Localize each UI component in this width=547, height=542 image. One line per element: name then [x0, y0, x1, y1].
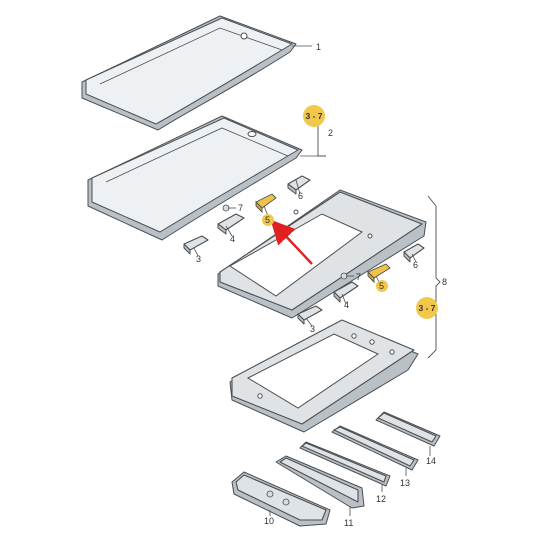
bracket-3-right: [297, 305, 323, 325]
label-12: 12: [376, 494, 386, 504]
label-5-right: 5: [379, 281, 384, 291]
roof-frame-lower: [229, 319, 419, 433]
bracket-3-upper: [183, 235, 209, 255]
cross-member-14: [375, 411, 441, 447]
label-13: 13: [400, 478, 410, 488]
label-7-right: 7: [356, 272, 361, 282]
cross-member-10: [231, 471, 331, 527]
label-6-right: 6: [413, 260, 418, 270]
label-4-upper: 4: [230, 234, 235, 244]
svg-text:3 - 7: 3 - 7: [305, 111, 322, 121]
svg-text:3 - 7: 3 - 7: [418, 303, 435, 313]
label-3-right: 3: [310, 324, 315, 334]
bracket-4-right: [333, 281, 359, 303]
roof-panel-inner: [87, 115, 303, 241]
label-14: 14: [426, 456, 436, 466]
bracket-5-upper: [255, 193, 277, 214]
label-8: 8: [442, 277, 447, 287]
roof-panel-outer: [81, 15, 297, 131]
badge-3-7-upper: 3 - 7: [303, 105, 325, 127]
highlight-arrow: [270, 219, 313, 265]
badge-3-7-lower: 3 - 7: [416, 297, 438, 319]
bracket-4-upper: [217, 213, 245, 235]
label-3-upper: 3: [196, 254, 201, 264]
bracket-5-right: [367, 263, 391, 284]
cross-member-11: [275, 455, 365, 509]
bracket-6-right: [403, 243, 425, 263]
label-5-upper: 5: [265, 215, 270, 225]
cross-member-13: [331, 425, 419, 471]
leader-lines: [193, 45, 441, 516]
label-10: 10: [264, 516, 274, 526]
bracket-6-upper: [287, 175, 311, 195]
label-6-upper: 6: [298, 191, 303, 201]
label-4-right: 4: [344, 300, 349, 310]
cross-member-12: [299, 441, 391, 487]
roof-frame: [217, 189, 427, 319]
label-2: 2: [328, 128, 333, 138]
callout-5-right-circle: [376, 280, 388, 292]
label-1: 1: [316, 42, 321, 52]
label-11: 11: [344, 518, 353, 528]
callout-5-upper-circle: [262, 214, 274, 226]
label-7-upper: 7: [238, 203, 243, 213]
